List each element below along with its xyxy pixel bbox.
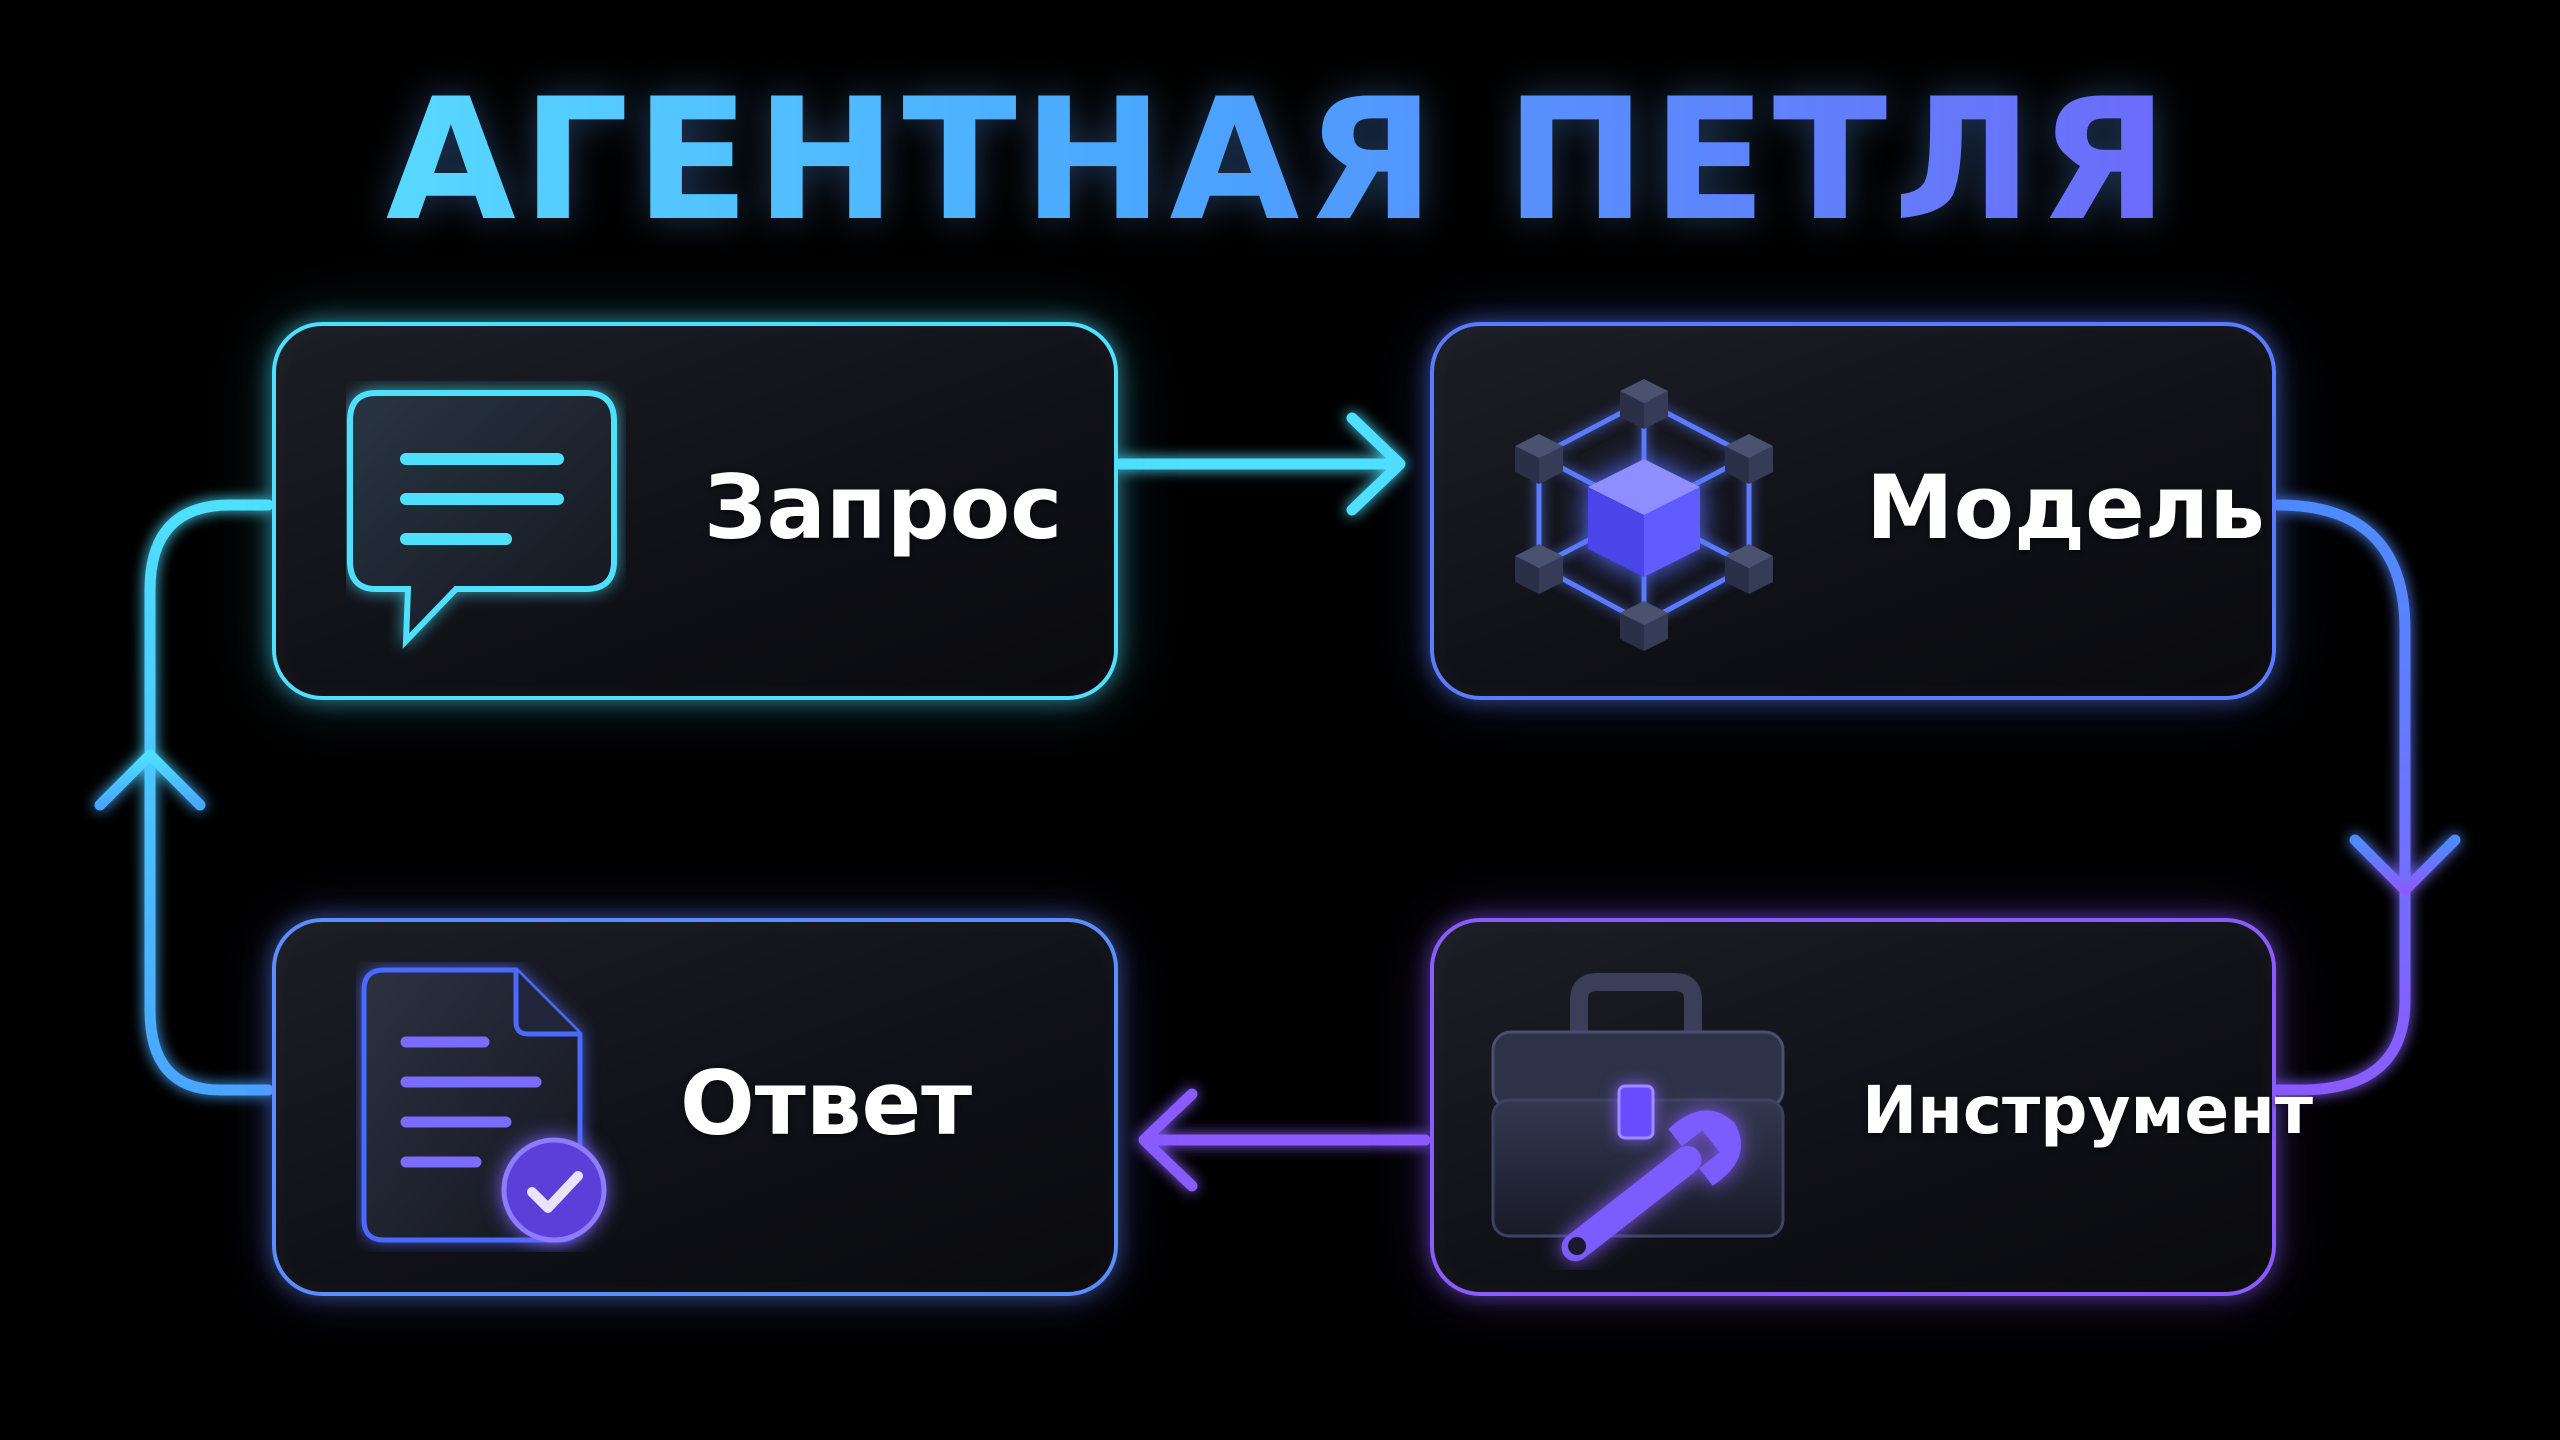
toolbox-wrench-icon — [1479, 970, 1799, 1274]
node-request: Запрос — [272, 322, 1118, 700]
arrow-model-to-tool — [2272, 499, 2461, 1096]
document-check-icon — [356, 962, 636, 1256]
node-answer: Ответ — [272, 918, 1118, 1296]
page-title: АГЕНТНАЯ ПЕТЛЯ — [0, 60, 2560, 260]
node-tool-label: Инструмент — [1862, 1072, 2314, 1149]
node-model-label: Модель — [1866, 456, 2265, 559]
node-tool: Инструмент — [1430, 918, 2313, 1296]
node-model: Модель — [1430, 322, 2276, 700]
arrow-request-to-model — [1114, 412, 1406, 516]
node-answer-label: Ответ — [680, 1052, 973, 1155]
arrow-answer-to-request — [94, 499, 274, 1096]
node-request-label: Запрос — [704, 456, 1063, 559]
cube-network-icon — [1494, 361, 1794, 665]
chat-bubble-icon — [346, 381, 626, 665]
arrow-tool-to-answer — [1138, 1088, 1431, 1192]
